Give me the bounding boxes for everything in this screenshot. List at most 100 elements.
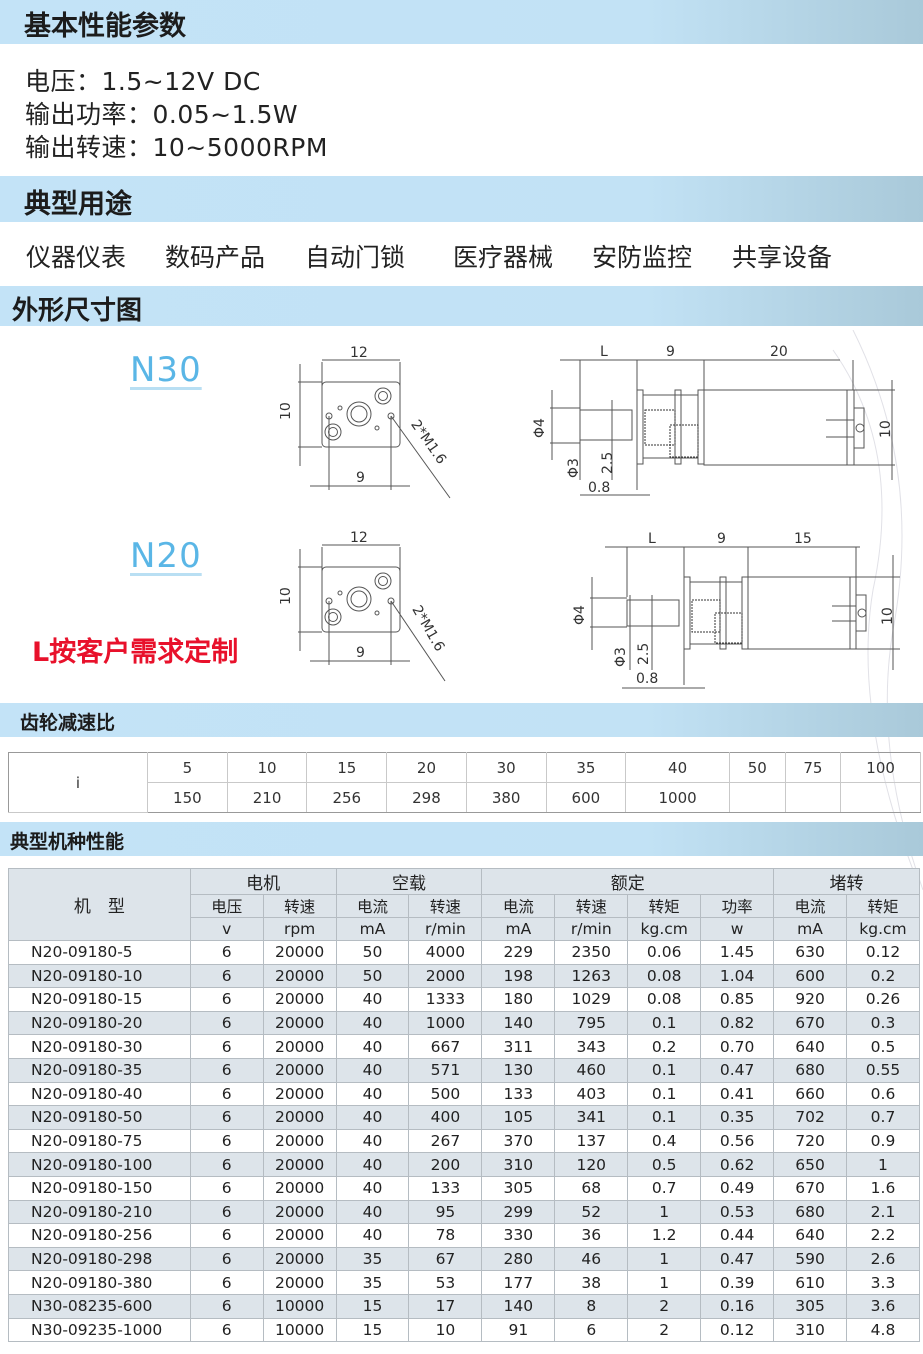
value-cell: 10000 xyxy=(262,1317,337,1343)
value-cell: 1333 xyxy=(408,987,483,1012)
value-cell: 0.08 xyxy=(627,963,702,989)
ratio-cell: 298 xyxy=(386,782,467,813)
value-cell: 343 xyxy=(554,1034,629,1059)
column-header: 转速 xyxy=(262,894,337,918)
usage-item: 共享设备 xyxy=(732,243,833,272)
svg-text:15: 15 xyxy=(794,531,812,547)
value-cell: 133 xyxy=(481,1081,556,1107)
spec-speed: 输出转速：10~5000RPM xyxy=(25,133,328,162)
value-cell: 1263 xyxy=(554,963,629,989)
value-cell: 640 xyxy=(773,1034,847,1059)
column-header: 转速 xyxy=(554,894,629,918)
usage-item: 仪器仪表 xyxy=(26,243,127,272)
svg-text:0.8: 0.8 xyxy=(636,671,658,687)
value-cell: 590 xyxy=(773,1246,847,1272)
value-cell: 667 xyxy=(408,1034,483,1059)
ratio-cell: 150 xyxy=(147,782,228,813)
value-cell: 0.70 xyxy=(700,1034,775,1059)
value-cell: 20000 xyxy=(262,987,337,1012)
value-cell: 720 xyxy=(773,1128,847,1154)
value-cell: 571 xyxy=(408,1057,483,1083)
svg-text:Φ3: Φ3 xyxy=(566,458,582,478)
value-cell: 920 xyxy=(773,987,847,1012)
value-cell: 140 xyxy=(481,1293,556,1319)
value-cell: 0.1 xyxy=(627,1010,702,1036)
value-cell: 6 xyxy=(189,987,264,1012)
value-cell: 0.06 xyxy=(627,940,702,965)
ratio-cell xyxy=(784,782,842,813)
value-cell: 2 xyxy=(627,1293,702,1319)
svg-text:Φ3: Φ3 xyxy=(613,647,629,667)
unit-header: rpm xyxy=(262,917,337,941)
value-cell: 2.2 xyxy=(845,1223,921,1248)
svg-text:Φ4: Φ4 xyxy=(532,418,548,438)
model-cell: N20-09180-210 xyxy=(8,1199,191,1225)
model-label-n30: N30 xyxy=(130,350,202,390)
value-cell: 40 xyxy=(335,1152,410,1177)
value-cell: 4000 xyxy=(408,940,483,965)
svg-text:10: 10 xyxy=(880,607,896,625)
svg-text:L: L xyxy=(600,344,608,360)
value-cell: 20000 xyxy=(262,1199,337,1225)
value-cell: 0.7 xyxy=(627,1175,702,1201)
value-cell: 330 xyxy=(481,1223,556,1248)
value-cell: 0.1 xyxy=(627,1081,702,1107)
value-cell: 0.5 xyxy=(845,1034,921,1059)
value-cell: 40 xyxy=(335,1175,410,1201)
value-cell: 305 xyxy=(773,1293,847,1319)
section-header-dimensions: 外形尺寸图 xyxy=(0,286,923,326)
value-cell: 650 xyxy=(773,1152,847,1177)
value-cell: 105 xyxy=(481,1105,556,1130)
header-model: 机 型 xyxy=(8,868,191,941)
value-cell: 6 xyxy=(189,1081,264,1107)
ratio-cell xyxy=(840,782,921,813)
model-cell: N20-09180-150 xyxy=(8,1175,191,1201)
value-cell: 670 xyxy=(773,1010,847,1036)
value-cell: 67 xyxy=(408,1246,483,1272)
column-header: 功率 xyxy=(700,894,775,918)
section-title: 外形尺寸图 xyxy=(12,296,143,326)
value-cell: 0.9 xyxy=(845,1128,921,1154)
value-cell: 0.1 xyxy=(627,1057,702,1083)
svg-text:9: 9 xyxy=(717,531,726,547)
value-cell: 0.5 xyxy=(627,1152,702,1177)
value-cell: 8 xyxy=(554,1293,629,1319)
n20-front-drawing: 12 10 9 2*M1.6 xyxy=(280,530,447,682)
usage-item: 安防监控 xyxy=(592,243,693,272)
value-cell: 660 xyxy=(773,1081,847,1107)
unit-header: mA xyxy=(335,917,410,941)
value-cell: 20000 xyxy=(262,963,337,989)
value-cell: 130 xyxy=(481,1057,556,1083)
section-title: 典型机种性能 xyxy=(10,831,125,853)
n30-side-drawing: L 9 20 10 Φ4 Φ3 2.5 0.8 xyxy=(532,344,895,496)
unit-header: r/min xyxy=(408,917,483,941)
value-cell: 68 xyxy=(554,1175,629,1201)
value-cell: 20000 xyxy=(262,1152,337,1177)
value-cell: 0.08 xyxy=(627,987,702,1012)
ratio-cell: 10 xyxy=(226,752,308,783)
ratio-cell: 20 xyxy=(386,752,467,783)
value-cell: 177 xyxy=(481,1270,556,1295)
value-cell: 0.35 xyxy=(700,1105,775,1130)
value-cell: 310 xyxy=(773,1317,847,1343)
ratio-cell: 256 xyxy=(306,782,388,813)
value-cell: 0.6 xyxy=(845,1081,921,1107)
value-cell: 6 xyxy=(189,940,264,965)
value-cell: 2000 xyxy=(408,963,483,989)
ratio-cell: 210 xyxy=(226,782,308,813)
value-cell: 500 xyxy=(408,1081,483,1107)
value-cell: 53 xyxy=(408,1270,483,1295)
value-cell: 180 xyxy=(481,987,556,1012)
value-cell: 40 xyxy=(335,1034,410,1059)
section-title: 齿轮减速比 xyxy=(20,712,116,734)
unit-header: v xyxy=(189,917,264,941)
value-cell: 20000 xyxy=(262,1223,337,1248)
ratio-cell: 100 xyxy=(840,752,921,783)
